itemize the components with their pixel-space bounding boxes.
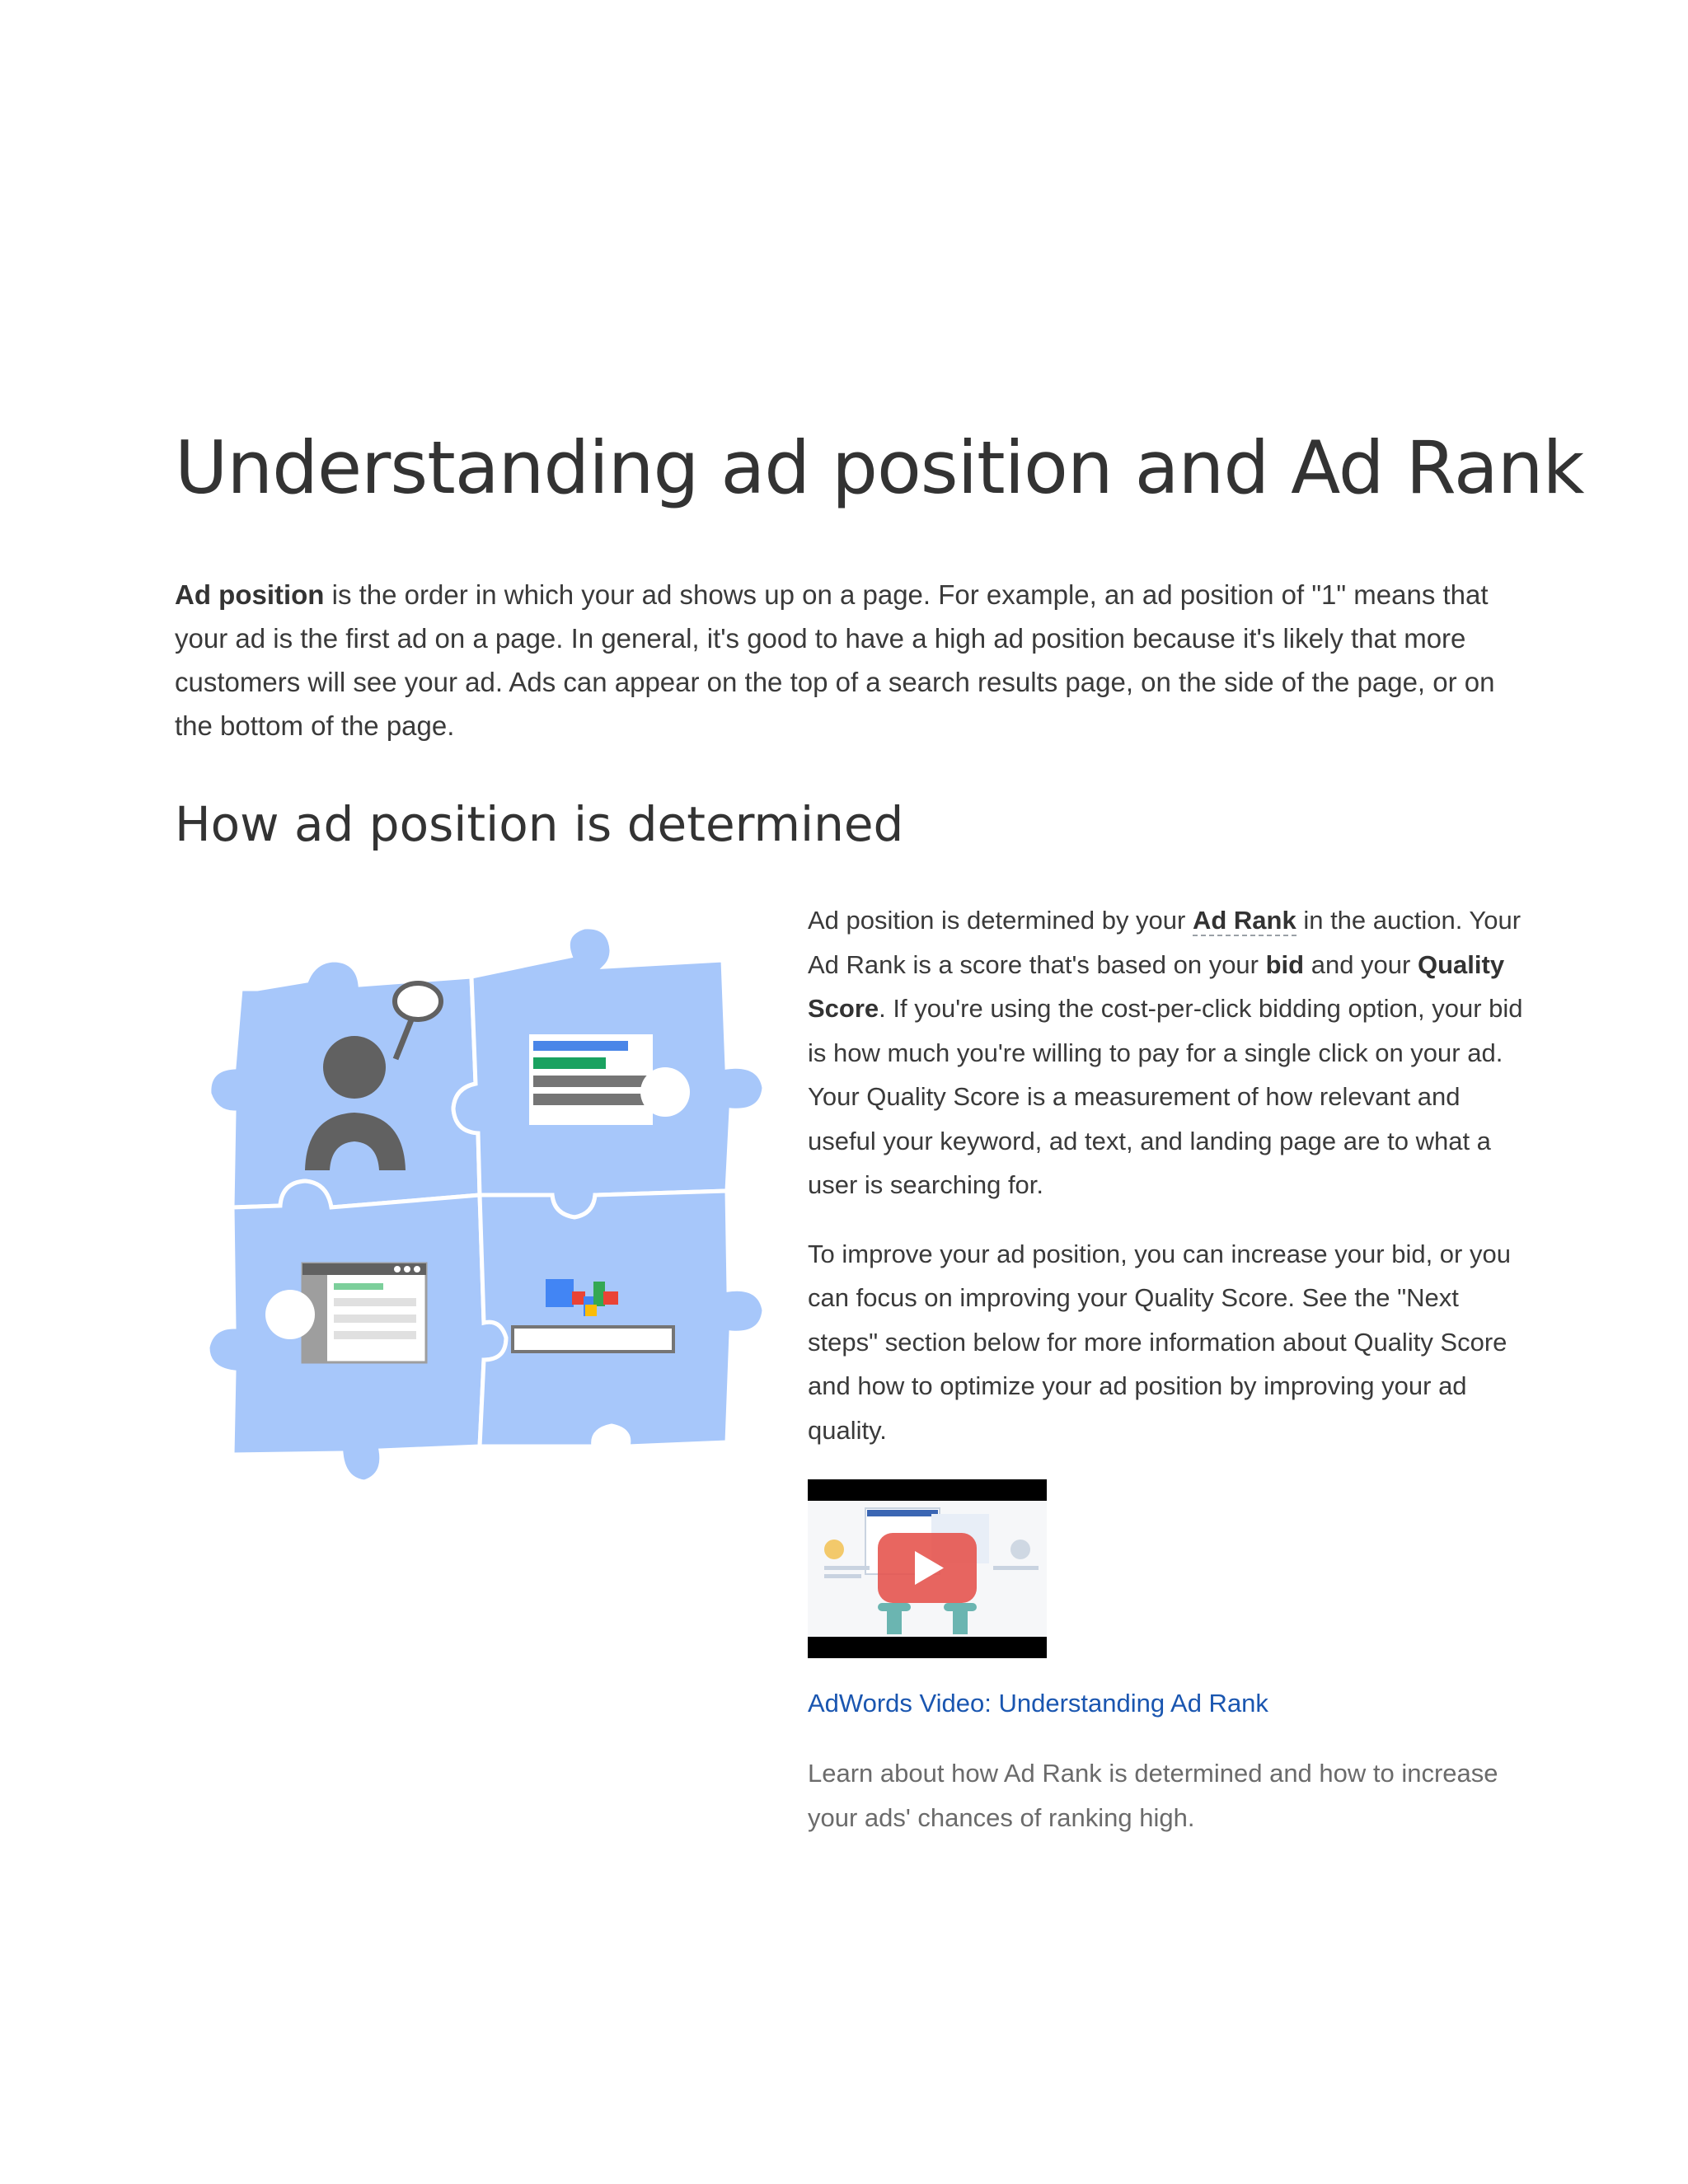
ad-rank-paragraph: Ad position is determined by your Ad Ran… <box>808 898 1533 1207</box>
video-play-icon <box>878 1533 977 1603</box>
video-thumbnail[interactable] <box>808 1479 1047 1658</box>
content-column: Ad position is determined by your Ad Ran… <box>808 898 1533 1452</box>
video-description: Learn about how Ad Rank is determined an… <box>808 1759 1498 1832</box>
p1-text-1: Ad position is determined by your <box>808 906 1193 935</box>
quality-score-term: Quality Score <box>808 949 1505 1024</box>
improve-position-paragraph: To improve your ad position, you can inc… <box>808 1239 1511 1445</box>
p1-text-2: in the auction. Your Ad Rank is a score … <box>808 906 1522 979</box>
page-title: Understanding ad position and Ad Rank <box>175 425 1585 510</box>
p1-text-4: . If you're using the cost-per-click bid… <box>808 994 1523 1199</box>
intro-paragraph: Ad position is the order in which your a… <box>175 573 1526 748</box>
search-bar-icon <box>511 1279 675 1353</box>
video-title-link[interactable]: AdWords Video: Understanding Ad Rank <box>808 1689 1268 1718</box>
person-icon <box>305 981 443 1170</box>
p1-text-3: and your <box>1304 949 1418 979</box>
ad-listing-icon <box>529 1034 653 1125</box>
bid-term: bid <box>1265 949 1305 979</box>
puzzle-pieces-illustration <box>183 911 776 1504</box>
ad-rank-link[interactable]: Ad Rank <box>1192 906 1296 936</box>
section-heading: How ad position is determined <box>175 796 904 852</box>
intro-text: is the order in which your ad shows up o… <box>175 579 1495 741</box>
intro-term: Ad position <box>175 579 325 610</box>
browser-window-icon <box>301 1262 428 1364</box>
